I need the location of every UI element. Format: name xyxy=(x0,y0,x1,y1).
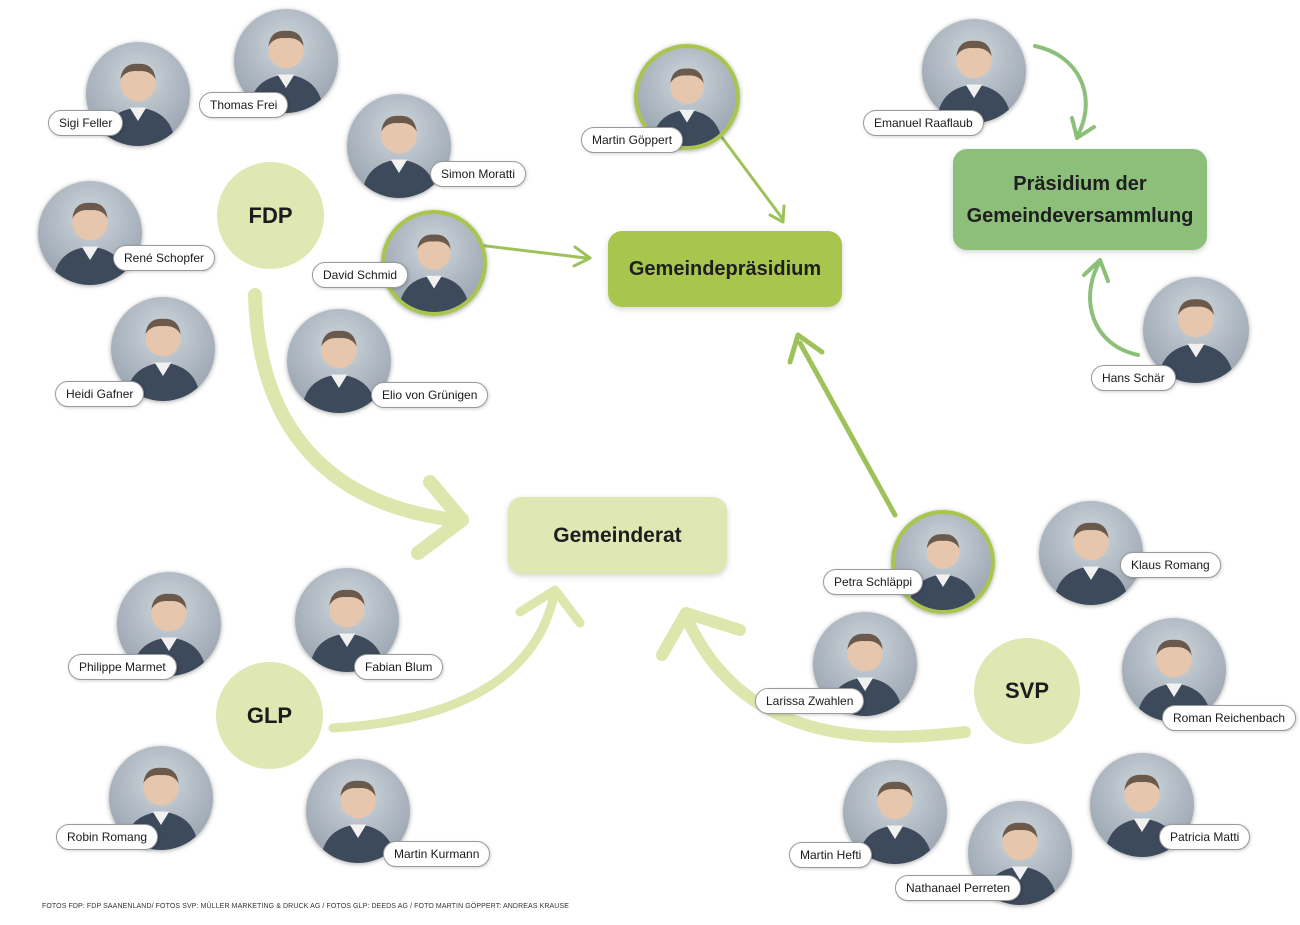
person-silhouette-icon xyxy=(1053,522,1129,605)
name-label: Emanuel Raaflaub xyxy=(863,110,984,136)
arrow-schaer-to-praesidium xyxy=(1088,263,1140,357)
name-label: Roman Reichenbach xyxy=(1162,705,1297,731)
arrow-raaflaub-to-praesidium xyxy=(1033,44,1088,137)
person-silhouette-icon xyxy=(936,40,1012,123)
gemeindepraesidium-label: Gemeindepräsidium xyxy=(628,257,822,280)
portrait-photo xyxy=(1143,277,1249,383)
name-label: Simon Moratti xyxy=(430,161,527,187)
name-label: Philippe Marmet xyxy=(68,654,177,680)
arrowhead-goeppert xyxy=(768,204,786,224)
party-glp: GLP xyxy=(216,662,323,769)
gemeindepraesidium-box: Gemeindepräsidium xyxy=(608,231,842,307)
party-svp-label: SVP xyxy=(1004,678,1050,703)
name-label: Patricia Matti xyxy=(1159,824,1251,850)
arrow-goeppert-to-gemeindepraesidium xyxy=(710,122,784,220)
gemeinderat-label: Gemeinderat xyxy=(553,523,682,547)
party-fdp-label: FDP xyxy=(248,202,293,228)
name-label: Heidi Gafner xyxy=(55,381,145,407)
party-svp: SVP xyxy=(974,638,1080,744)
person-silhouette-icon xyxy=(52,202,128,285)
name-label: Robin Romang xyxy=(56,824,159,850)
arrow-svp-to-gemeinderat xyxy=(684,619,971,743)
name-label: Sigi Feller xyxy=(48,110,124,136)
photo-credits: FOTOS FDP: FDP SAANENLAND/ FOTOS SVP: MÜ… xyxy=(42,903,569,910)
person-silhouette-icon xyxy=(123,767,199,850)
name-label: Thomas Frei xyxy=(199,92,289,118)
person-silhouette-icon xyxy=(320,780,396,863)
name-label: Hans Schär xyxy=(1091,365,1176,391)
name-label: Larissa Zwahlen xyxy=(755,688,865,714)
arrowhead-schaer xyxy=(1082,258,1110,283)
name-label: Klaus Romang xyxy=(1120,552,1221,578)
person-silhouette-icon xyxy=(1157,299,1235,383)
arrow-glp-to-gemeinderat xyxy=(328,595,558,733)
name-label: Martin Göppert xyxy=(581,127,684,153)
name-label: David Schmid xyxy=(312,262,409,288)
name-label: Martin Kurmann xyxy=(383,841,491,867)
party-glp-label: GLP xyxy=(246,702,293,728)
name-label: Elio von Grünigen xyxy=(371,382,489,408)
arrowhead-glp xyxy=(515,585,585,628)
arrowhead-schmid xyxy=(572,245,592,268)
arrowhead-raaflaub xyxy=(1070,116,1096,140)
name-label: Martin Hefti xyxy=(789,842,873,868)
name-label: Fabian Blum xyxy=(354,654,444,680)
arrow-schlaeppi-to-gemeindepraesidium xyxy=(797,340,898,518)
person-silhouette-icon xyxy=(125,318,201,401)
gemeinderat-box: Gemeinderat xyxy=(508,497,727,574)
portrait-photo xyxy=(922,19,1026,123)
person-silhouette-icon xyxy=(361,115,437,198)
arrowhead-schlaeppi xyxy=(787,332,825,365)
praesidium-label-line1: Präsidium der xyxy=(1013,172,1147,195)
person-silhouette-icon xyxy=(908,534,978,610)
portrait-photo xyxy=(1090,753,1194,857)
name-label: René Schopfer xyxy=(113,245,216,271)
party-fdp: FDP xyxy=(217,162,324,269)
arrow-schmid-to-gemeindepraesidium xyxy=(468,242,588,260)
name-label: Nathanael Perreten xyxy=(895,875,1022,901)
arrow-fdp-to-gemeinderat xyxy=(248,288,462,527)
person-silhouette-icon xyxy=(398,234,470,312)
praesidium-label-line2: Gemeindeversammlung xyxy=(966,204,1194,227)
portrait-photo xyxy=(891,510,995,614)
portrait-photo xyxy=(1122,618,1226,722)
person-silhouette-icon xyxy=(857,781,933,864)
person-silhouette-icon xyxy=(301,330,377,413)
praesidium-gemeindeversammlung-box: Präsidium der Gemeindeversammlung xyxy=(953,149,1207,250)
arrowhead-fdp xyxy=(411,475,469,560)
name-label: Petra Schläppi xyxy=(823,569,924,595)
portrait-photo xyxy=(38,181,142,285)
arrowhead-svp xyxy=(656,607,746,661)
